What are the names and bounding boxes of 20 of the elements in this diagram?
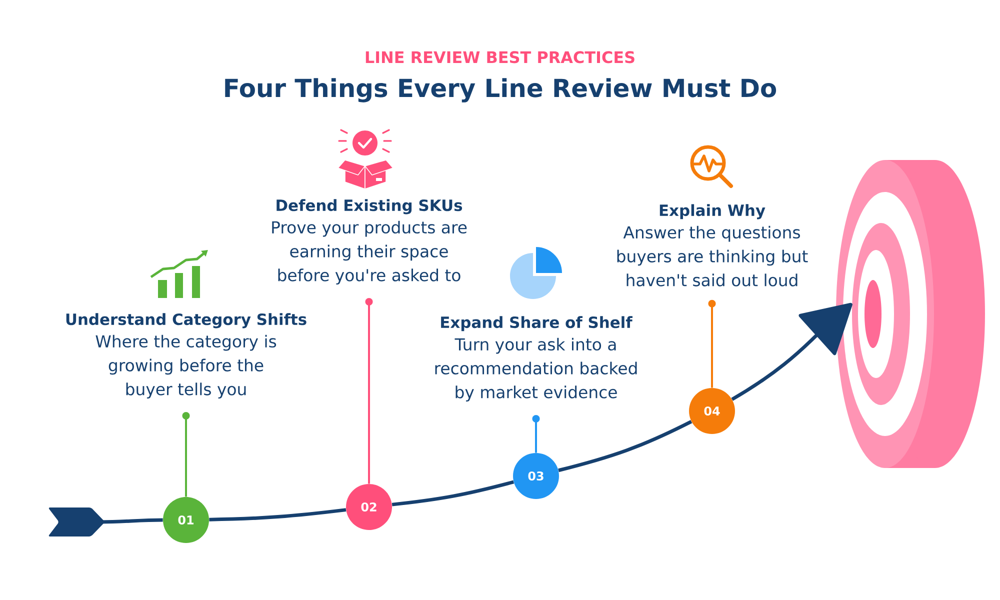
step-description: Where the category is growing before the buyer tells you <box>96 334 276 399</box>
step-heading: Explain Why <box>660 204 766 220</box>
target <box>836 160 985 468</box>
stem-line <box>182 412 190 497</box>
step-heading: Defend Existing SKUs <box>276 199 462 214</box>
kicker-heading: LINE REVIEW BEST PRACTICES <box>366 51 634 64</box>
title: Four Things Every Line Review Must Do <box>225 78 776 102</box>
stem-line <box>708 300 716 388</box>
stem-line <box>532 415 540 453</box>
curved-line <box>209 508 346 522</box>
step-description: Answer the questions buyers are thinking but haven't said out loud <box>617 226 808 286</box>
curved-line <box>100 518 163 524</box>
step-heading: Understand Category Shifts <box>66 313 306 328</box>
curved-line <box>392 480 514 506</box>
step-description: Prove your products are earning their space before you're asked to <box>272 220 467 285</box>
stem-line <box>365 298 373 484</box>
step-heading: Expand Share of Shelf <box>441 316 632 332</box>
step-description: Turn your ask into a recommendation backed by market evidence <box>435 338 637 402</box>
curved-line <box>558 420 692 472</box>
arrow <box>731 302 852 401</box>
